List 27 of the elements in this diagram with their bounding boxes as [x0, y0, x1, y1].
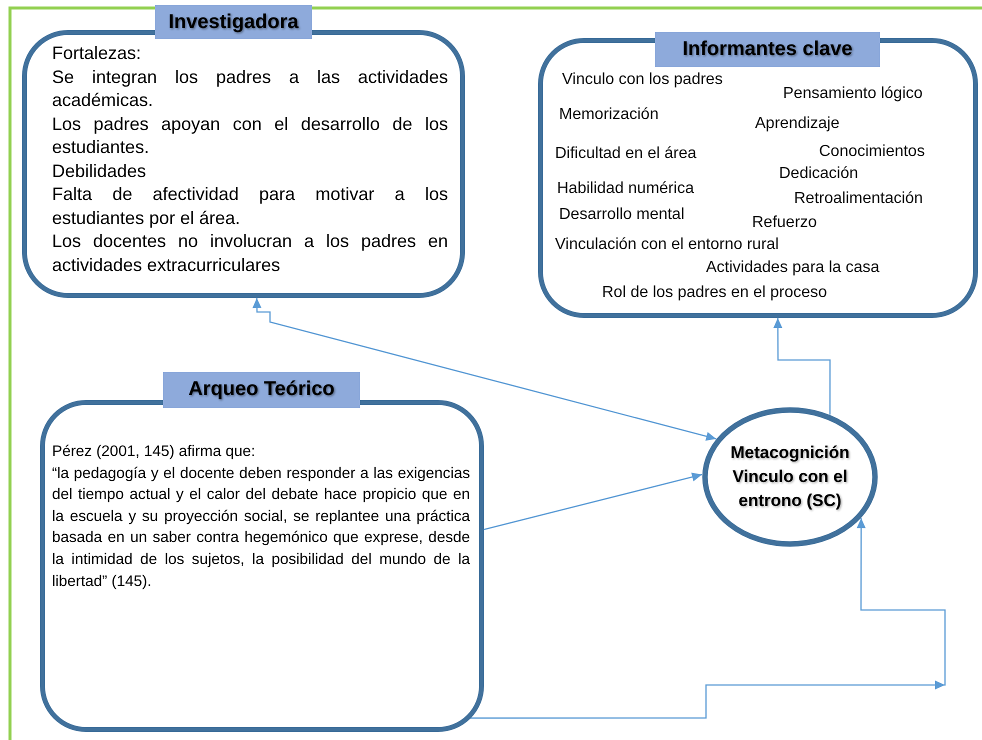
keyword-text: Aprendizaje — [755, 114, 840, 134]
keyword-text: Actividades para la casa — [706, 258, 880, 278]
keyword-text: Retroalimentación — [794, 189, 923, 209]
keyword-text: Pensamiento lógico — [783, 84, 923, 104]
body-text: Los docentes no involucran a los padres en actividades extracurriculares — [52, 230, 448, 276]
body-text: Debilidades — [52, 160, 148, 182]
box-heading: Informantes clave — [655, 32, 880, 67]
keyword-text: Vinculación con el entorno rural — [555, 235, 779, 255]
body-text: Se integran los padres a las actividades académicas. — [52, 66, 448, 112]
body-text: Pérez (2001, 145) afirma que: — [52, 442, 256, 462]
keyword-text: Dedicación — [779, 164, 858, 184]
topic-ellipse — [702, 407, 878, 547]
body-text: “la pedagogía y el docente deben responder a las exigencias del tiempo actual y el calor del debate hace propicio que en la escuela y su proyección social, se replantee una práctica basada en un saber contra hegemónico que exprese, desde la intimidad de los sujetos, la posibilidad del mundo de la libertad” (145). — [52, 464, 470, 592]
keyword-text: Vinculo con los padres — [562, 70, 723, 90]
keyword-text: Rol de los padres en el proceso — [602, 283, 828, 303]
keyword-text: Refuerzo — [752, 213, 817, 233]
box-heading: Arqueo Teórico — [163, 372, 360, 408]
keyword-text: Dificultad en el área — [555, 144, 696, 164]
body-text: Fortalezas: — [52, 42, 142, 65]
keyword-text: Conocimientos — [819, 142, 925, 162]
keyword-text: Desarrollo mental — [559, 205, 684, 225]
body-text: Falta de afectividad para motivar a los estudiantes por el área. — [52, 183, 448, 230]
keyword-text: Habilidad numérica — [557, 179, 694, 199]
box-heading: Investigadora — [155, 5, 312, 39]
keyword-text: Memorización — [559, 105, 659, 125]
topic-text: Metacognición Vinculo con el entrono (SC) — [729, 442, 850, 512]
body-text: Los padres apoyan con el desarrollo de los estudiantes. — [52, 112, 448, 159]
